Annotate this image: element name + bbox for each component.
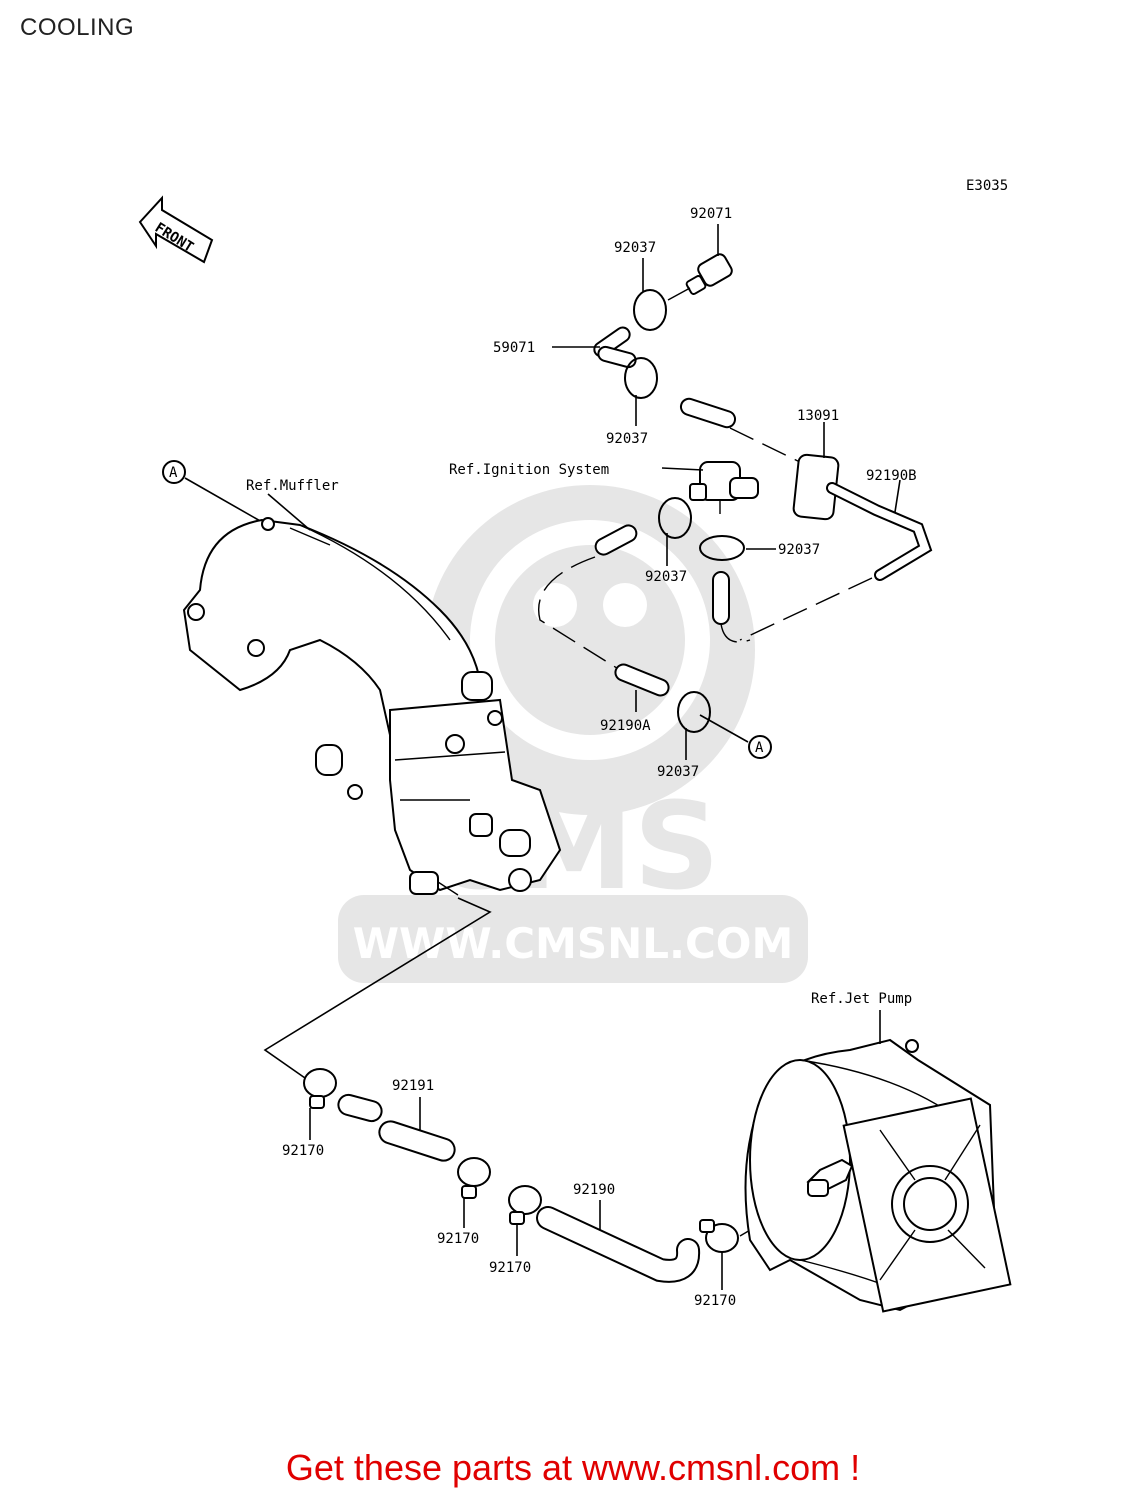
label-92170-4: 92170: [694, 1293, 736, 1309]
front-arrow-icon: FRONT: [138, 195, 214, 264]
part-13091: [792, 422, 840, 521]
label-92190B: 92190B: [866, 468, 917, 484]
hose-92190A: [614, 663, 670, 712]
label-92170-3: 92170: [489, 1260, 531, 1276]
label-92190: 92190: [573, 1182, 615, 1198]
jet-pump: [744, 1010, 1012, 1313]
ref-jet-pump: Ref.Jet Pump: [811, 991, 912, 1007]
hose-92190: [536, 1200, 701, 1283]
clamp-92170-3: [508, 1185, 542, 1256]
svg-text:A: A: [169, 465, 178, 481]
hose-92190B: [739, 479, 933, 641]
clamp-92170-1: [303, 1068, 337, 1140]
muffler-assembly: [182, 493, 562, 896]
ref-muffler: Ref.Muffler: [246, 478, 339, 494]
label-92170-1: 92170: [282, 1143, 324, 1159]
label-92037-5: 92037: [657, 764, 699, 780]
fitting-92071: [667, 224, 733, 301]
label-92071: 92071: [690, 206, 732, 222]
svg-text:A: A: [755, 740, 764, 756]
pipe-59071: [552, 326, 637, 369]
label-13091: 13091: [797, 408, 839, 424]
hose-92191: [337, 1093, 456, 1162]
label-92037-2: 92037: [606, 431, 648, 447]
clamp-92037-2: [624, 357, 658, 426]
callout-a-left: A: [162, 460, 263, 523]
label-92037-top: 92037: [614, 240, 656, 256]
watermark-url: WWW.CMSNL.COM: [353, 919, 794, 968]
label-92190A: 92190A: [600, 718, 651, 734]
label-59071: 59071: [493, 340, 535, 356]
clamp-92037-5: [677, 691, 749, 760]
clamp-92170-2: [457, 1157, 491, 1228]
clamp-92037-top: [633, 258, 667, 331]
label-92170-2: 92170: [437, 1231, 479, 1247]
label-92191: 92191: [392, 1078, 434, 1094]
clamp-92037-4: [699, 535, 776, 561]
callout-a-right: A: [748, 735, 772, 759]
ref-ignition-system: Ref.Ignition System: [449, 462, 609, 478]
ignition-fitting: [661, 461, 759, 514]
clamp-92037-3: [658, 497, 692, 566]
label-92037-3: 92037: [645, 569, 687, 585]
hose-short-mid: [538, 524, 751, 671]
page-title: COOLING: [20, 14, 135, 41]
label-92037-4: 92037: [778, 542, 820, 558]
hose-upper: [679, 397, 807, 466]
diagram-code: E3035: [966, 178, 1008, 194]
routing-line: [263, 897, 492, 1079]
footer-link[interactable]: Get these parts at www.cmsnl.com !: [285, 1447, 861, 1488]
